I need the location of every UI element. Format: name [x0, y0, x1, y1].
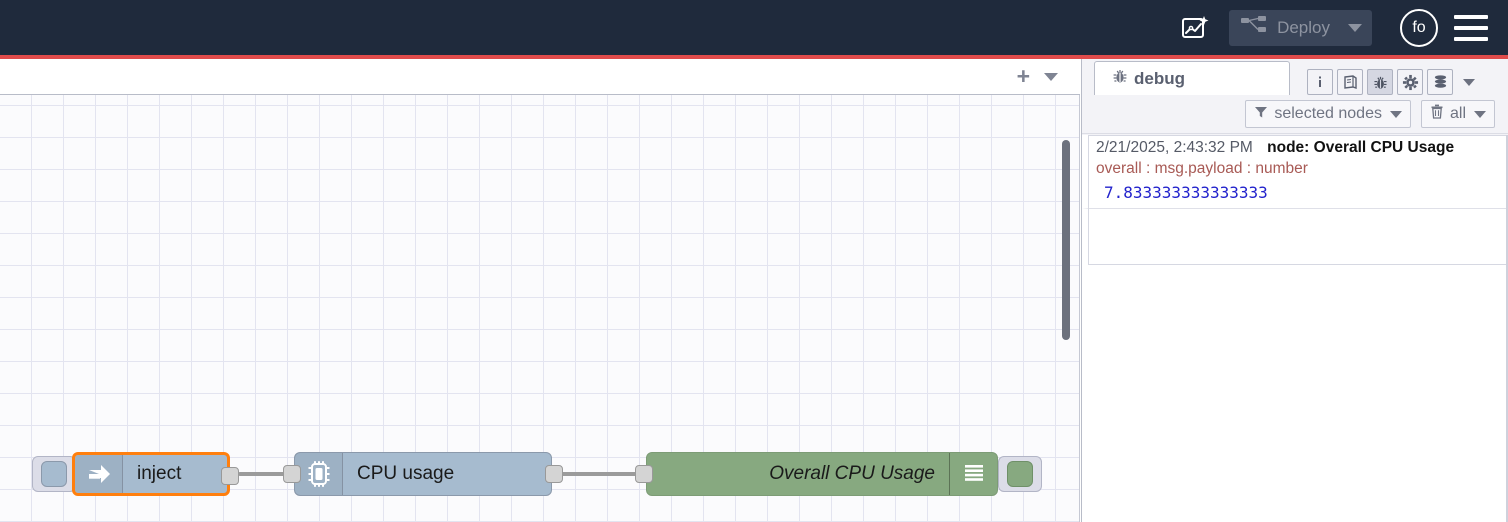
- avatar[interactable]: fo: [1400, 8, 1438, 47]
- inject-trigger-button-inner: [41, 461, 67, 487]
- deploy-label: Deploy: [1277, 17, 1330, 37]
- sidebar-toolbar: [1307, 69, 1475, 95]
- node-overall-cpu-usage[interactable]: Overall CPU Usage: [635, 452, 998, 496]
- debug-lines-icon: [949, 453, 997, 495]
- tab-debug[interactable]: debug: [1094, 61, 1290, 95]
- debug-message-timestamp: 2/21/2025, 2:43:32 PM: [1096, 139, 1253, 156]
- deploy-chevron-down-icon[interactable]: [1348, 23, 1362, 32]
- arrow-right-inject-icon: [75, 455, 123, 493]
- add-flow-button[interactable]: +: [1016, 63, 1030, 89]
- clear-messages-label: all: [1449, 105, 1466, 122]
- inject-trigger-button[interactable]: [32, 456, 76, 492]
- deploy-button[interactable]: Deploy: [1229, 9, 1372, 46]
- node-inject[interactable]: inject: [72, 452, 239, 496]
- sidebar-right-edge: [1506, 135, 1508, 522]
- canvas-vertical-scrollbar[interactable]: [1062, 140, 1070, 340]
- context-stack-icon[interactable]: [1427, 69, 1453, 95]
- filter-nodes-chevron-down-icon[interactable]: [1389, 110, 1402, 118]
- flow-canvas[interactable]: inject CP: [0, 95, 1080, 522]
- node-inject-output-port[interactable]: [221, 467, 239, 485]
- clear-messages-button[interactable]: all: [1420, 100, 1495, 128]
- help-book-icon[interactable]: [1337, 69, 1363, 95]
- avatar-initials: fo: [1412, 18, 1426, 36]
- hamburger-menu-icon[interactable]: [1454, 14, 1488, 41]
- canvas-edge: [1079, 95, 1080, 522]
- node-cpu-usage-label: CPU usage: [357, 463, 455, 484]
- bug-icon[interactable]: [1367, 69, 1393, 95]
- gear-icon[interactable]: [1397, 69, 1423, 95]
- deploy-icon: [1241, 16, 1267, 39]
- flow-workspace: + inject: [0, 59, 1080, 522]
- bug-icon: [1111, 67, 1129, 90]
- flow-tabbar: +: [0, 59, 1080, 95]
- filter-nodes-button[interactable]: selected nodes: [1245, 100, 1411, 128]
- debug-filter-row: selected nodes all: [1082, 95, 1508, 134]
- sidebar-tabrow: debug: [1082, 59, 1508, 95]
- debug-message-list[interactable]: 2/21/2025, 2:43:32 PM node: Overall CPU …: [1082, 135, 1508, 522]
- debug-node-toggle-indicator: [1007, 461, 1033, 487]
- header-accent-bar: [0, 55, 1508, 59]
- flow-sparkle-icon[interactable]: [1175, 8, 1215, 48]
- node-overall-cpu-usage-label: Overall CPU Usage: [769, 463, 935, 484]
- info-icon[interactable]: [1307, 69, 1333, 95]
- hamburger-bar: [1454, 36, 1488, 41]
- debug-node-toggle-button[interactable]: [998, 456, 1042, 492]
- debug-message-topic: overall : msg.payload : number: [1096, 160, 1308, 177]
- funnel-icon: [1254, 105, 1268, 124]
- debug-message-source-node[interactable]: node: Overall CPU Usage: [1267, 139, 1455, 156]
- clear-messages-chevron-down-icon[interactable]: [1474, 110, 1486, 118]
- hamburger-bar: [1454, 14, 1488, 19]
- tab-debug-label: debug: [1134, 68, 1185, 88]
- wire-inject-to-cpu: [238, 472, 298, 476]
- debug-message-value: 7.833333333333333: [1104, 183, 1268, 202]
- trash-icon: [1430, 104, 1444, 124]
- flow-list-chevron-down-icon[interactable]: [1044, 72, 1058, 81]
- filter-nodes-label: selected nodes: [1274, 105, 1382, 122]
- node-cpu-usage-output-port[interactable]: [545, 465, 563, 483]
- hamburger-bar: [1454, 25, 1488, 30]
- wire-cpu-to-debug: [558, 472, 650, 476]
- node-cpu-usage-input-port[interactable]: [283, 465, 301, 483]
- sidebar-menu-chevron-down-icon[interactable]: [1463, 78, 1475, 86]
- node-overall-cpu-usage-input-port[interactable]: [635, 465, 653, 483]
- cpu-chip-icon: [295, 453, 343, 495]
- node-cpu-usage[interactable]: CPU usage: [283, 452, 563, 496]
- node-inject-label: inject: [137, 463, 182, 484]
- debug-message[interactable]: 2/21/2025, 2:43:32 PM node: Overall CPU …: [1082, 135, 1508, 209]
- app-header: Deploy fo: [0, 0, 1508, 55]
- sidebar-panel: debug: [1081, 59, 1508, 522]
- debug-message-header: 2/21/2025, 2:43:32 PM node: Overall CPU …: [1096, 139, 1503, 157]
